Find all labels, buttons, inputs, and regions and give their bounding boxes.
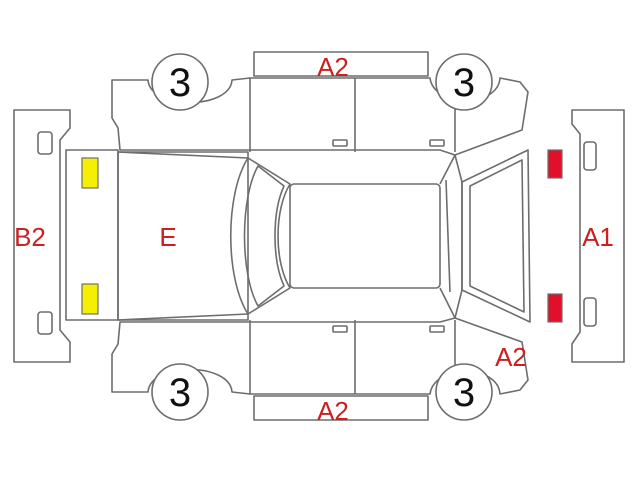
right-side-sill [253,395,429,421]
code-label-e: E [159,222,176,252]
front-lamp-upper [547,149,563,179]
wheel-rear-left: 3 [151,53,209,111]
code-label-a2-top: A2 [317,52,349,82]
rear-lamp-upper [81,157,99,189]
wheel-number: 3 [169,61,191,105]
wheel-front-right: 3 [435,363,493,421]
code-label-a2-bottom: A2 [317,396,349,426]
code-label-b2: B2 [14,222,46,252]
wheel-front-left: 3 [435,53,493,111]
hood [461,149,531,323]
rear-lamp-lower [81,283,99,315]
front-bumper [571,109,625,363]
wheel-rear-right: 3 [151,363,209,421]
trunk-lid [65,149,249,321]
front-lamp-lower [547,293,563,323]
rear-bumper [13,109,71,363]
code-label-a1: A1 [582,222,614,252]
wheel-number: 3 [169,371,191,415]
roof [229,154,463,319]
wheel-number: 3 [453,371,475,415]
wheel-number: 3 [453,61,475,105]
code-label-a2-front-right: A2 [495,342,527,372]
left-side-sill [253,51,429,77]
